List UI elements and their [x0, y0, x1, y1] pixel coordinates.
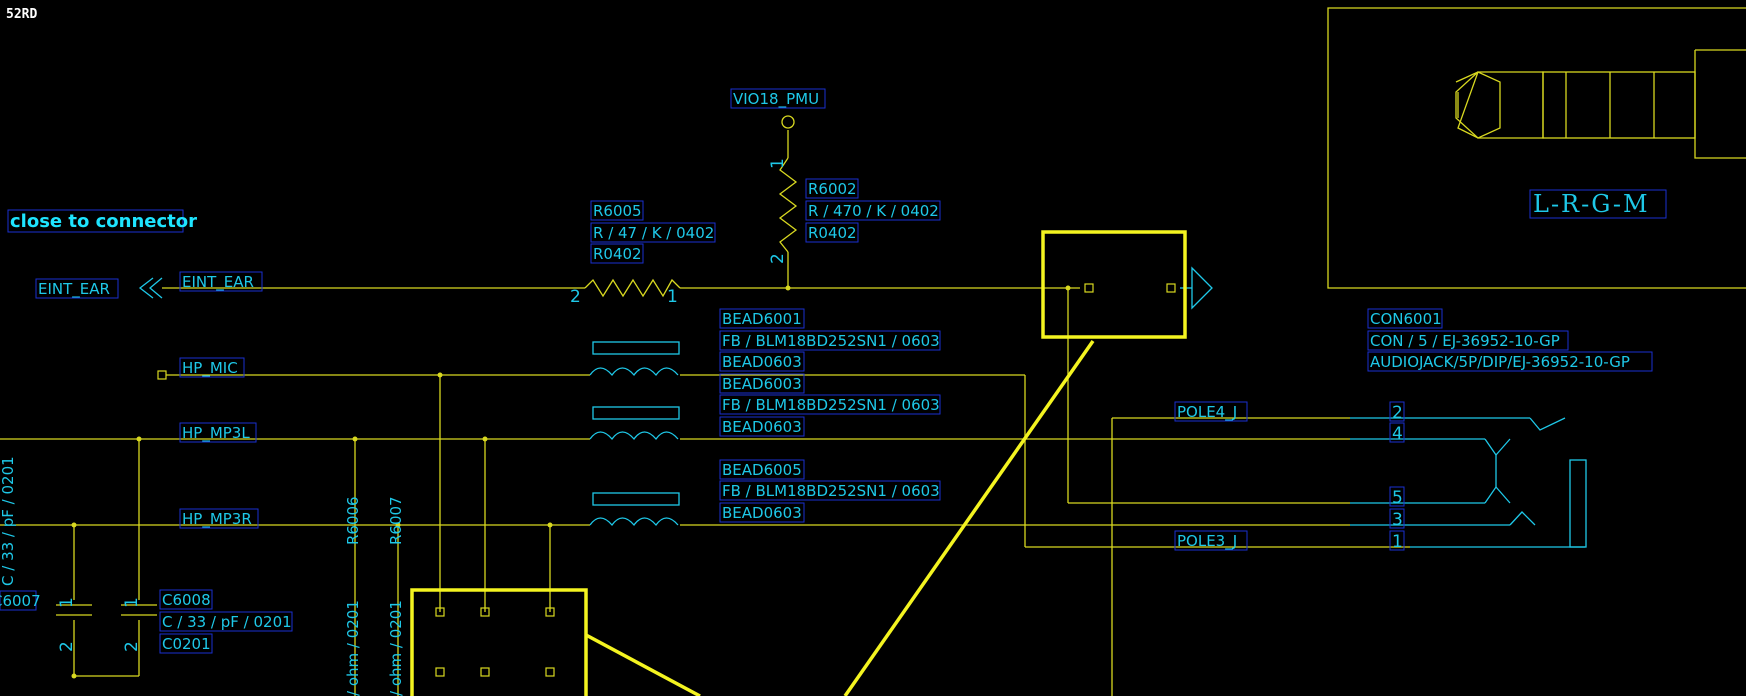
- r6005-ref: R6005: [593, 202, 642, 220]
- con6001-pins: 2 4 5 3 1: [1389, 401, 1405, 552]
- junction-dots: [71, 285, 1071, 679]
- r6002-resistor-symbol[interactable]: [778, 157, 798, 253]
- r6006-ref: R6006: [344, 496, 362, 545]
- con6001-ref: CON6001: [1370, 310, 1442, 328]
- c6008-footprint: C0201: [162, 635, 211, 653]
- r6005-pin-right: 1: [667, 287, 678, 307]
- c6007-ref: C6007: [0, 592, 41, 610]
- bead6003-footprint: BEAD0603: [722, 418, 802, 436]
- c6008-ref: C6008: [162, 591, 211, 609]
- con6001-pin-1: 1: [1392, 532, 1403, 552]
- bead6005-symbol[interactable]: [589, 492, 680, 527]
- net-pole4: POLE4_J: [1177, 403, 1237, 422]
- r6006-value: / ohm / 0201: [344, 600, 362, 696]
- r6007-value: / ohm / 0201: [387, 600, 405, 696]
- pin-squares: [157, 283, 1176, 677]
- r6005-pin-left: 2: [570, 287, 581, 307]
- r6002-pin-top: 1: [768, 158, 788, 169]
- net-eint-ear-port: EINT_EAR: [38, 280, 110, 299]
- con6001-pin-4: 4: [1392, 424, 1403, 444]
- c6007-pin-bottom: 2: [57, 641, 77, 652]
- bead6005-value: FB / BLM18BD252SN1 / 0603: [722, 482, 940, 500]
- r6002-ref: R6002: [808, 180, 857, 198]
- bead6005-footprint: BEAD0603: [722, 504, 802, 522]
- net-hp-mic: HP_MIC: [182, 359, 238, 378]
- vio18-power-symbol: [781, 115, 795, 129]
- bead6003-value: FB / BLM18BD252SN1 / 0603: [722, 396, 940, 414]
- highlight-marks[interactable]: [410, 230, 1187, 696]
- sheet-label: 52RD: [6, 7, 37, 22]
- con6001-footprint: AUDIOJACK/5P/DIP/EJ-36952-10-GP: [1370, 353, 1630, 371]
- net-eint-ear: EINT_EAR: [182, 273, 254, 292]
- wires: [0, 7, 1746, 696]
- r6002-value: R / 470 / K / 0402: [808, 202, 939, 220]
- c6008-value: C / 33 / pF / 0201: [162, 613, 292, 631]
- con6001-pin-5: 5: [1392, 488, 1403, 508]
- c6008-capacitor-symbol[interactable]: [121, 604, 157, 616]
- bead6001-value: FB / BLM18BD252SN1 / 0603: [722, 332, 940, 350]
- con6001-value: CON / 5 / EJ-36952-10-GP: [1370, 332, 1560, 350]
- c6007-value: C / 33 / pF / 0201: [0, 456, 17, 586]
- c6007-pin-top: 1: [57, 597, 77, 608]
- r6002-footprint: R0402: [808, 224, 857, 242]
- con6001-pin-2: 2: [1392, 403, 1403, 423]
- con6001-pin-3: 3: [1392, 510, 1403, 530]
- bead6003-symbol[interactable]: [589, 406, 680, 441]
- bead6001-ref: BEAD6001: [722, 310, 802, 328]
- note-close-to-connector: close to connector: [10, 211, 197, 232]
- r6002-pin-bottom: 2: [768, 253, 788, 264]
- net-hp-mp3l: HP_MP3L: [182, 424, 250, 443]
- bead6005-ref: BEAD6005: [722, 461, 802, 479]
- c6008-pin-top: 1: [122, 597, 142, 608]
- r6007-ref: R6007: [387, 496, 405, 545]
- r6005-value: R / 47 / K / 0402: [593, 224, 714, 242]
- bead6001-symbol[interactable]: [589, 341, 680, 377]
- connector-wires: [138, 266, 1587, 548]
- r6005-footprint: R0402: [593, 245, 642, 263]
- c6008-pin-bottom: 2: [122, 641, 142, 652]
- net-vio18: VIO18_PMU: [733, 90, 819, 109]
- jack-label: L-R-G-M: [1533, 190, 1650, 218]
- net-hp-mp3r: HP_MP3R: [182, 510, 252, 529]
- bead6001-footprint: BEAD0603: [722, 353, 802, 371]
- bead6003-ref: BEAD6003: [722, 375, 802, 393]
- net-pole3: POLE3_J: [1177, 532, 1237, 551]
- r6005-resistor-symbol[interactable]: [584, 278, 681, 298]
- c6007-capacitor-symbol[interactable]: [56, 604, 92, 616]
